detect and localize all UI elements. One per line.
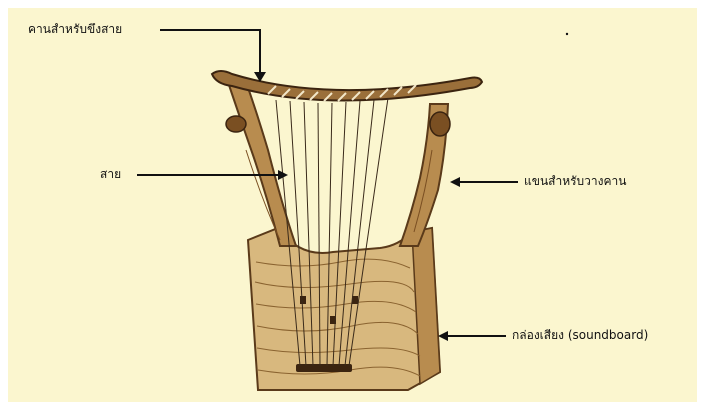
soundbox-arrow <box>438 331 506 341</box>
crossbar-illustration <box>212 71 482 101</box>
soundbox-label: กล่องเสียง (soundboard) <box>512 328 648 342</box>
right-arm-illustration <box>400 104 450 246</box>
crossbar-label: คานสำหรับขึงสาย <box>28 22 122 36</box>
left-arm-illustration <box>226 82 296 246</box>
strings-label: สาย <box>100 167 121 181</box>
arms-arrow <box>450 177 518 187</box>
speck <box>566 33 568 35</box>
arms-label: แขนสำหรับวางคาน <box>524 174 626 188</box>
